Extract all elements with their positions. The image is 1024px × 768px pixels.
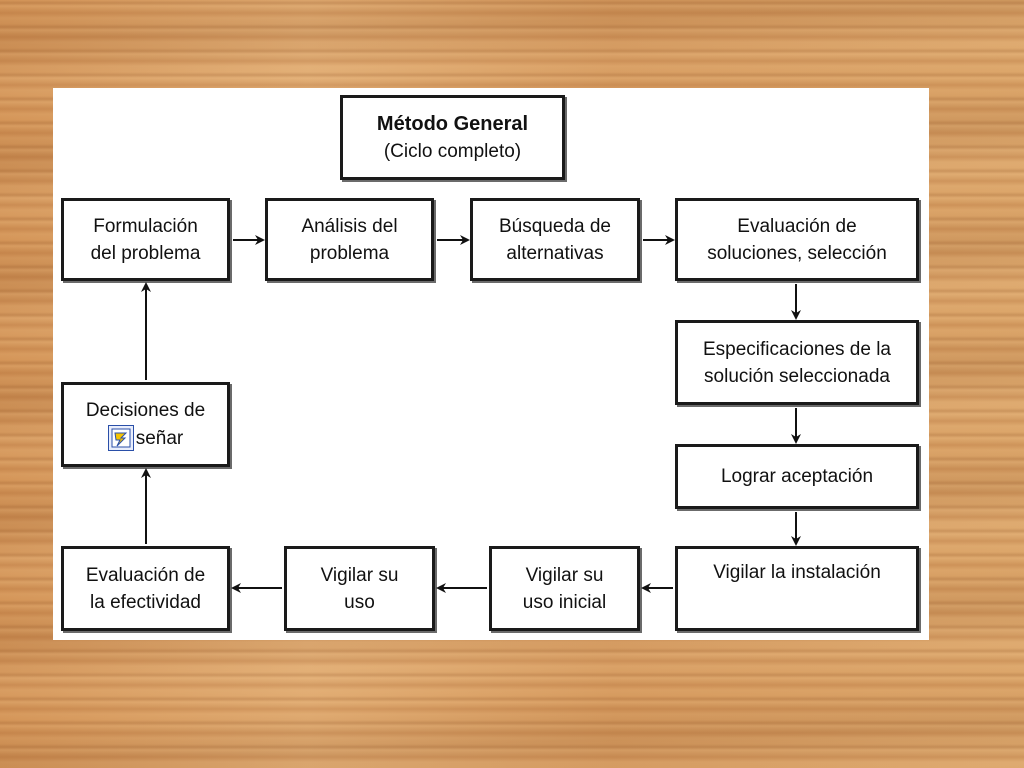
step-formulacion: Formulación del problema (61, 198, 230, 281)
step-aceptacion-label: Lograr aceptación (720, 466, 874, 487)
step-aceptacion: Lograr aceptación (675, 444, 919, 509)
step-efectividad: Evaluación de la efectividad (61, 546, 230, 631)
step-instalacion-label: Vigilar la instalación (713, 562, 881, 583)
step-evaluacion-soluciones: Evaluación de soluciones, selección (675, 198, 919, 281)
diagram-title-box: Método General (Ciclo completo) (340, 95, 565, 180)
step-busqueda-label: Búsqueda de alternativas (499, 215, 611, 264)
step-busqueda: Búsqueda de alternativas (470, 198, 640, 281)
step-decisiones-line2-wrap: señar (107, 425, 184, 453)
lightning-document-icon (107, 425, 134, 452)
step-analisis-label: Análisis del problema (301, 215, 398, 264)
step-instalacion: Vigilar la instalación (675, 546, 919, 631)
step-uso-label: Vigilar su uso (320, 564, 399, 613)
step-efectividad-label: Evaluación de la efectividad (85, 564, 206, 613)
diagram-panel: Método General (Ciclo completo) Formulac… (53, 88, 929, 640)
step-especificaciones: Especificaciones de la solución seleccio… (675, 320, 919, 405)
step-analisis: Análisis del problema (265, 198, 434, 281)
step-decisiones: Decisiones de señar (61, 382, 230, 467)
diagram-subtitle: (Ciclo completo) (383, 140, 522, 162)
step-especificaciones-label: Especificaciones de la solución seleccio… (703, 338, 891, 387)
step-uso: Vigilar su uso (284, 546, 435, 631)
step-decisiones-line1: Decisiones de (85, 399, 206, 421)
step-uso-inicial-label: Vigilar su uso inicial (522, 564, 607, 613)
diagram-title: Método General (376, 112, 529, 135)
step-evaluacion-soluciones-label: Evaluación de soluciones, selección (707, 215, 887, 264)
step-uso-inicial: Vigilar su uso inicial (489, 546, 640, 631)
connector-layer (141, 235, 801, 593)
step-formulacion-label: Formulación del problema (90, 215, 201, 264)
step-decisiones-line2: señar (135, 427, 184, 449)
